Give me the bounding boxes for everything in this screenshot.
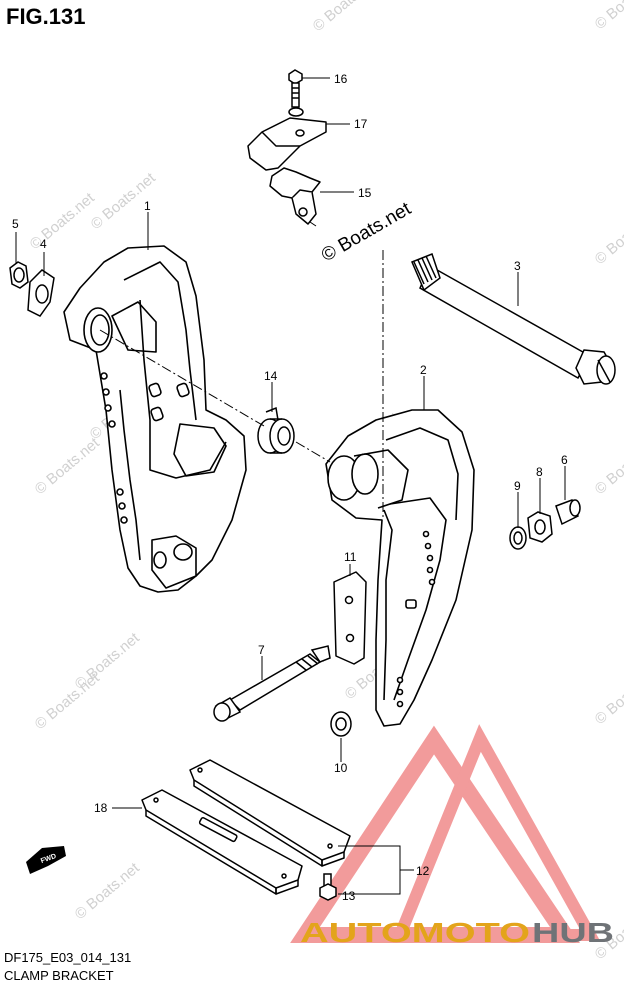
part-18-pad-lower (141, 789, 303, 895)
part-11-plate (333, 571, 367, 665)
part-10-washer (330, 711, 352, 737)
callout-14: 14 (264, 369, 278, 383)
fwd-arrow-icon: FWD (26, 846, 66, 874)
watermark: © Boats.net (592, 664, 624, 728)
callout-8: 8 (536, 465, 543, 479)
part-1-clamp-bracket-left (63, 245, 247, 593)
figure-title: FIG.131 (6, 4, 86, 29)
watermark: © Boats.net (32, 434, 104, 498)
callout-3: 3 (514, 259, 521, 273)
callout-18: 18 (94, 801, 108, 815)
part-3-tilt-shaft (411, 253, 616, 385)
callout-10: 10 (334, 761, 348, 775)
callout-17: 17 (354, 117, 368, 131)
part-15-bracket (269, 167, 321, 225)
callout-12: 12 (416, 864, 430, 878)
watermark: © Boats.net (310, 0, 382, 35)
callout-9: 9 (514, 479, 521, 493)
callout-6: 6 (561, 453, 568, 467)
callout-16: 16 (334, 72, 348, 86)
watermark: © Boats.net (592, 204, 624, 268)
watermark: © Boats.net (592, 0, 624, 33)
part-16-bolt (288, 69, 303, 108)
part-6-collar (555, 499, 581, 526)
part-4-washer (27, 269, 55, 317)
part-17-cover (247, 107, 327, 171)
brand-logo-icon (290, 724, 601, 943)
callout-1: 1 (144, 199, 151, 213)
brand-part1: AUTOMOTO (300, 917, 530, 948)
copyright-overlay: © Boats.net (318, 198, 415, 266)
callout-2: 2 (420, 363, 427, 377)
part-9-washer (509, 526, 527, 550)
callout-13: 13 (342, 889, 356, 903)
part-8-nut (527, 511, 553, 543)
callout-5: 5 (12, 217, 19, 231)
callout-15: 15 (358, 186, 372, 200)
callout-4: 4 (40, 237, 47, 251)
part-18-pad-upper (189, 759, 351, 867)
figure-code: DF175_E03_014_131 (4, 950, 132, 965)
part-5-nut (9, 261, 29, 289)
watermark: © Boats.net (592, 434, 624, 498)
part-2-clamp-bracket-right (325, 409, 475, 727)
callout-labels: 16 17 15 1 5 4 3 14 2 6 8 9 11 7 10 18 1… (12, 72, 568, 903)
figure-name: CLAMP BRACKET (4, 968, 114, 983)
brand-part2: HUB (532, 917, 614, 948)
leader-lines (15, 77, 566, 895)
callout-11: 11 (344, 550, 357, 564)
watermark: © Boats.net (72, 629, 144, 693)
callout-7: 7 (258, 643, 265, 657)
part-13-screw (319, 873, 337, 901)
part-7-bolt (213, 645, 331, 722)
brand-wordmark: AUTOMOTO HUB (300, 917, 614, 948)
watermark: © Boats.net (72, 859, 144, 923)
part-14-bushing (257, 406, 295, 454)
